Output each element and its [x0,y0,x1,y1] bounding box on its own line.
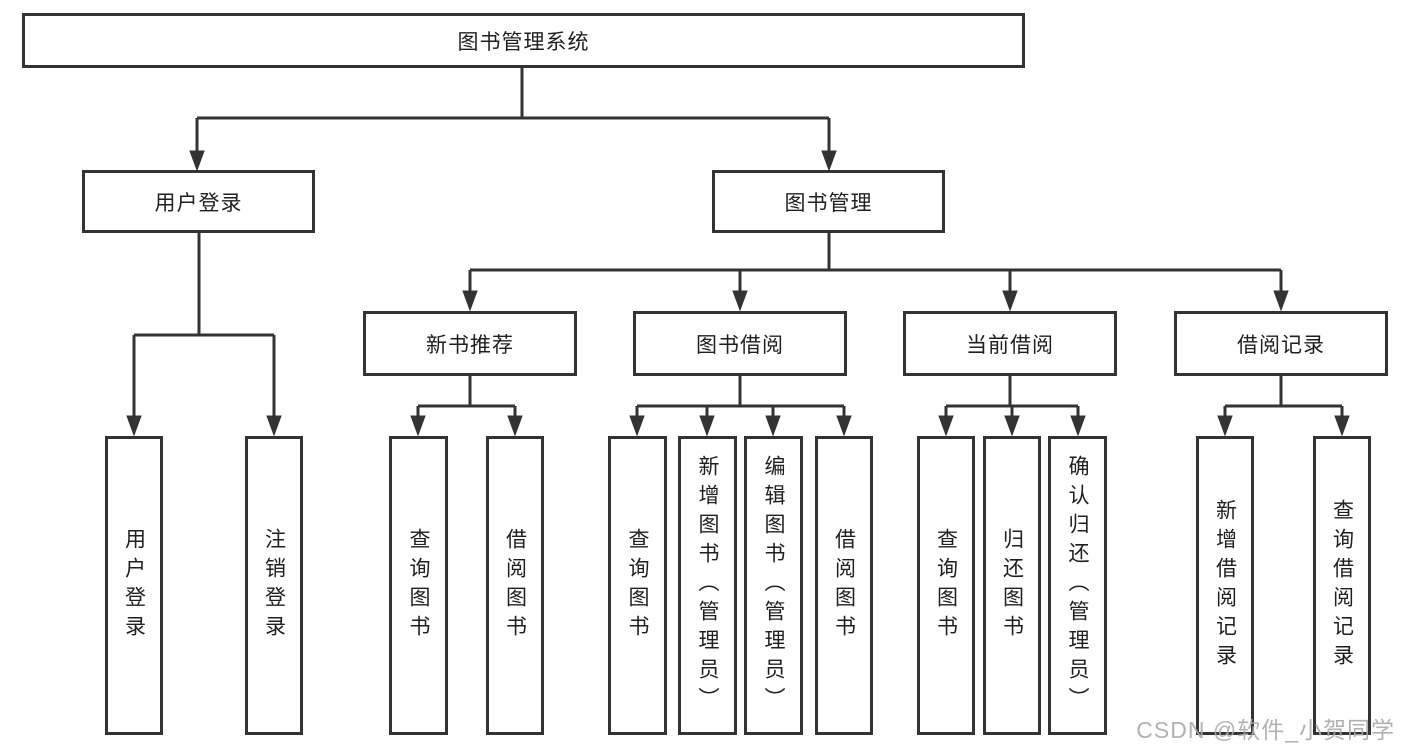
node-label: 新书推荐 [426,333,514,357]
node-user-login: 用户登录 [82,170,315,233]
leaf-logout: 注销登录 [245,436,303,735]
node-label: 借阅记录 [1237,333,1325,357]
node-label: 用户登录 [154,191,243,215]
node-label: 图书借阅 [696,333,784,357]
leaf-query-books-newbook: 查询图书 [389,436,448,735]
leaf-query-borrow-record: 查询借阅记录 [1313,436,1371,735]
node-new-book-recommend: 新书推荐 [363,311,577,376]
node-label: 用户登录 [122,527,146,644]
node-label: 新增图书（管理员） [696,455,720,716]
node-label: 新增借阅记录 [1213,498,1237,673]
node-label: 归还图书 [1000,527,1024,644]
node-label: 借阅图书 [832,527,856,644]
connector-user-login-to-leaves [126,232,282,437]
connector-current-borrowing-to-leaves [938,376,1086,437]
leaf-query-books-borrowing: 查询图书 [608,436,667,735]
connector-borrowing-records-to-leaves [1217,376,1350,437]
leaf-confirm-return-admin: 确认归还（管理员） [1048,436,1107,735]
node-label: 编辑图书（管理员） [762,455,786,716]
node-label: 图书管理 [784,191,873,215]
leaf-borrow-books-borrowing: 借阅图书 [815,436,873,735]
node-book-management: 图书管理 [712,170,945,233]
node-label: 确认归还（管理员） [1066,455,1090,716]
node-label: 当前借阅 [966,333,1054,357]
node-label: 注销登录 [262,527,286,644]
node-book-borrowing: 图书借阅 [633,311,847,376]
leaf-query-books-current: 查询图书 [917,436,975,735]
node-label: 查询图书 [407,527,431,644]
leaf-add-borrow-record: 新增借阅记录 [1196,436,1254,735]
node-label: 查询借阅记录 [1330,498,1354,673]
node-current-borrowing: 当前借阅 [903,311,1117,376]
node-library-system-root: 图书管理系统 [22,13,1025,68]
node-label: 图书管理系统 [457,30,590,54]
connector-book-borrowing-to-leaves [629,376,852,437]
node-label: 查询图书 [934,527,958,644]
leaf-user-login: 用户登录 [105,436,163,735]
node-borrowing-records: 借阅记录 [1174,311,1388,376]
connector-root-to-level2 [189,68,837,172]
connector-new-book-recommend-to-leaves [410,376,523,437]
connector-book-management-to-level3 [462,232,1289,312]
node-label: 借阅图书 [503,527,527,644]
node-label: 查询图书 [626,527,650,644]
leaf-borrow-books-newbook: 借阅图书 [486,436,544,735]
leaf-add-books-admin: 新增图书（管理员） [678,436,737,735]
leaf-edit-books-admin: 编辑图书（管理员） [744,436,803,735]
leaf-return-books: 归还图书 [983,436,1041,735]
